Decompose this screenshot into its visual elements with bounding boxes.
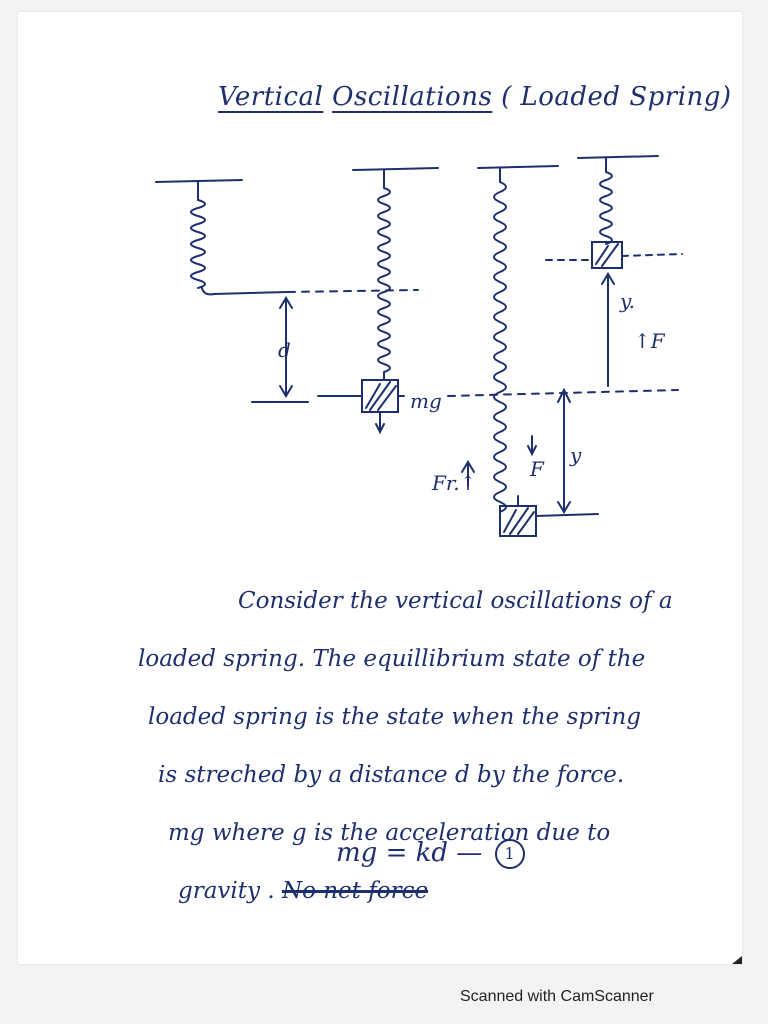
mass-2-hatch bbox=[365, 381, 397, 411]
label-y-lower: y bbox=[569, 443, 582, 467]
mg-arrow-head bbox=[375, 423, 385, 435]
d-arrow-head-bottom bbox=[279, 385, 293, 398]
label-y-upper: y. bbox=[619, 289, 635, 313]
fr-arrow-head bbox=[461, 460, 475, 473]
spring-1-bottom-lead bbox=[201, 287, 289, 296]
title-oscillations: Oscillations bbox=[332, 82, 493, 112]
struck-text: No net force bbox=[281, 878, 429, 904]
paragraph-line-6: gravity . No net force bbox=[178, 862, 748, 920]
spring-1-coils bbox=[190, 199, 206, 289]
gravity-text: gravity . bbox=[178, 878, 275, 904]
paragraph-line-5: mg where g is the acceleration due to bbox=[168, 820, 611, 846]
displaced-line bbox=[535, 513, 599, 517]
f-lower-arrow-head bbox=[527, 445, 537, 457]
label-f-lower: F bbox=[529, 457, 545, 481]
natural-length-dashed-line bbox=[287, 289, 419, 293]
equation-text: mg = kd — bbox=[336, 838, 483, 868]
equation-mg-kd: mg = kd — 1 bbox=[336, 838, 525, 869]
ceiling-4 bbox=[577, 155, 659, 159]
spring-4-coils bbox=[599, 171, 613, 245]
paragraph-line-4: is streched by a distance d by the force… bbox=[158, 762, 625, 788]
spring-3-coils bbox=[493, 181, 507, 513]
spring-2-coils bbox=[377, 187, 391, 373]
mass-3-hatch bbox=[503, 507, 535, 535]
title-loaded-spring: ( Loaded Spring) bbox=[501, 82, 732, 112]
label-d: d bbox=[278, 338, 291, 362]
equation-number: 1 bbox=[494, 839, 525, 869]
page-corner-mark bbox=[732, 956, 742, 964]
paragraph-line-2: loaded spring. The equillibrium state of… bbox=[138, 646, 646, 672]
label-mg: mg bbox=[410, 389, 442, 413]
y-lower-arrow-head-bottom bbox=[557, 501, 571, 514]
paragraph-line-1: Consider the vertical oscillations of a bbox=[238, 588, 673, 614]
upper-dashed-right bbox=[621, 253, 683, 257]
ceiling-2 bbox=[352, 167, 439, 171]
spring-diagram: d mg y. ↑F Fr.↑ F y bbox=[155, 155, 683, 537]
d-arrow-head-top bbox=[279, 296, 293, 309]
label-f-upper: ↑F bbox=[634, 329, 666, 353]
ceiling-3 bbox=[477, 165, 559, 169]
label-fr: Fr.↑ bbox=[431, 471, 476, 495]
scanned-page: Vertical Oscillations ( Loaded Spring) bbox=[18, 12, 742, 964]
paragraph-line-3: loaded spring is the state when the spri… bbox=[148, 704, 642, 730]
y-upper-arrow-head-top bbox=[601, 272, 615, 285]
ceiling-1 bbox=[155, 179, 243, 183]
y-lower-arrow-head-top bbox=[557, 387, 571, 403]
title-vertical: Vertical bbox=[218, 82, 324, 112]
mass-3-block bbox=[499, 505, 537, 537]
mass-4-hatch bbox=[595, 243, 619, 267]
scanner-watermark: Scanned with CamScanner bbox=[460, 988, 654, 1005]
page-title: Vertical Oscillations ( Loaded Spring) bbox=[218, 82, 732, 112]
body-paragraph: Consider the vertical oscillations of a … bbox=[138, 572, 748, 920]
